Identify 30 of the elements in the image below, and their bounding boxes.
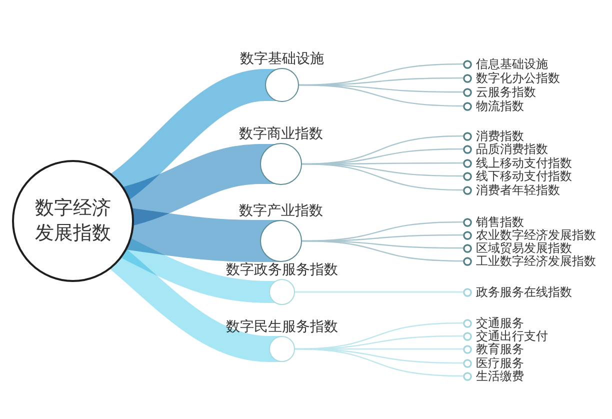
- leaf-label: 消费指数: [476, 130, 524, 142]
- node-label: 数字政务服务指数: [226, 262, 338, 278]
- leaf-label: 信息基础设施: [476, 58, 548, 70]
- leaf-label: 交通出行支付: [476, 330, 548, 342]
- leaf-label: 工业数字经济发展指数: [476, 254, 596, 268]
- leaf-label: 物流指数: [476, 100, 524, 112]
- node-label: 数字民生服务指数: [226, 319, 338, 335]
- leaf-label: 消费者年轻指数: [476, 184, 560, 196]
- leaf-label: 品质消费指数: [476, 142, 548, 156]
- central-circle: 数字经济发展指数: [12, 160, 134, 282]
- leaf-label: 医疗服务: [476, 356, 524, 370]
- leaf-label: 教育服务: [476, 342, 524, 356]
- leaf-label: 销售指数: [476, 216, 524, 228]
- leaf-label: 交通服务: [476, 316, 524, 330]
- leaf-label: 线上移动支付指数: [476, 156, 572, 170]
- connector-line: [302, 163, 464, 191]
- node-label: 数字基础设施: [240, 51, 324, 67]
- node-label: 数字产业指数: [239, 203, 323, 219]
- leaf-label: 线下移动支付指数: [476, 170, 572, 182]
- leaf-label: 云服务指数: [476, 86, 536, 98]
- leaf-label: 生活缴费: [476, 370, 524, 382]
- connector-line: [294, 348, 464, 377]
- leaf-label: 数字化办公指数: [476, 72, 560, 84]
- connector-line: [298, 84, 464, 107]
- leaf-label: 政务服务在线指数: [476, 286, 572, 298]
- connector-line: [302, 240, 464, 262]
- leaf-label: 农业数字经济发展指数: [476, 228, 596, 242]
- node-label: 数字商业指数: [239, 126, 323, 142]
- leaf-label: 区域贸易发展指数: [476, 242, 572, 254]
- connector-line: [295, 291, 463, 293]
